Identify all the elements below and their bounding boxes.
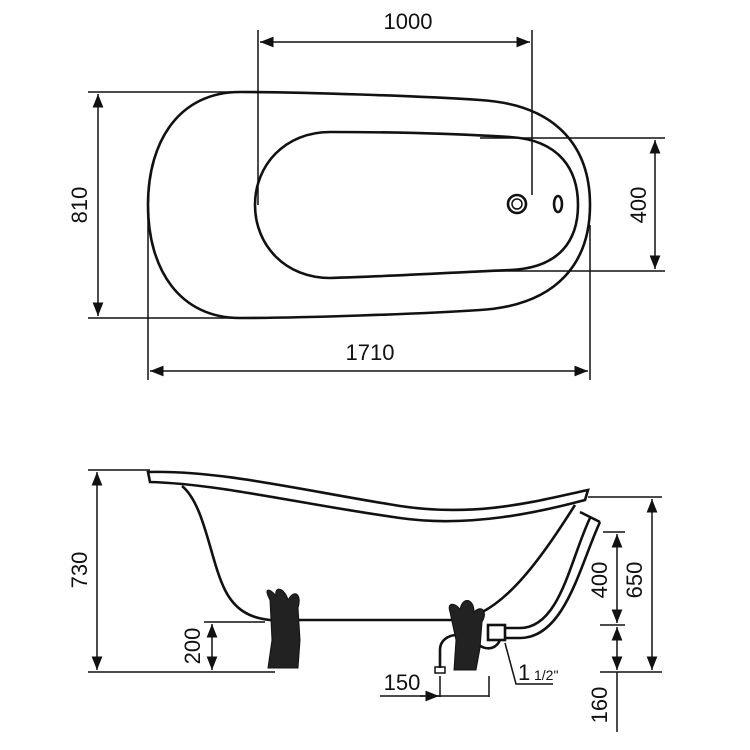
drain-icon [506, 193, 528, 215]
dimension-drain-height: 400 [587, 531, 625, 626]
claw-foot-left [266, 588, 301, 669]
dimension-height: 730 [67, 469, 275, 673]
pipe-size-callout: 1 1/2" [504, 642, 558, 685]
dimension-label: 730 [67, 552, 92, 589]
tub-inner-outline [253, 130, 580, 280]
dimension-label: 200 [180, 628, 205, 665]
tub-outer-outline [146, 90, 592, 320]
drain-pipe [505, 510, 602, 640]
dimension-label: 1000 [384, 9, 433, 34]
pipe-size-whole: 1 [518, 660, 530, 685]
dimension-label: 150 [384, 670, 421, 695]
dimension-label: 1710 [346, 340, 395, 365]
dimension-drain-offset: 150 [380, 670, 490, 702]
dimension-foot-height: 200 [180, 621, 265, 670]
dimension-width: 810 [67, 91, 240, 319]
side-view: 730 200 650 400 160 [67, 469, 662, 732]
dimension-label: 810 [67, 187, 92, 224]
dimension-label: 650 [622, 562, 647, 599]
dimension-rim-height: 650 [588, 496, 662, 673]
dimension-length: 1000 [257, 9, 533, 205]
dimension-drain-base: 160 [587, 627, 623, 732]
dimension-label: 400 [587, 562, 612, 599]
dimension-label: 400 [626, 187, 651, 224]
dimension-inner-width: 400 [480, 137, 665, 272]
tub-body [181, 484, 577, 622]
tub-rim [146, 470, 590, 523]
overflow-icon [552, 194, 564, 214]
dimension-total-length: 1710 [147, 205, 591, 380]
top-view: 1000 810 400 1710 [67, 9, 665, 380]
dimension-label: 160 [587, 687, 612, 724]
pipe-size-fraction: 1/2" [534, 667, 558, 683]
claw-foot-right [434, 600, 485, 674]
